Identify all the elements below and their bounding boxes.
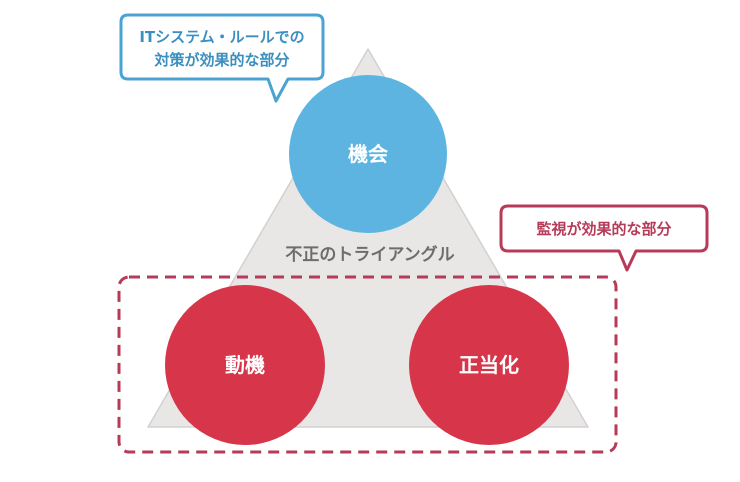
motive-circle xyxy=(165,285,325,445)
it-system-callout-line1: ITシステム・ルールでの xyxy=(139,28,304,46)
monitoring-callout: 監視が効果的な部分 xyxy=(499,204,709,272)
it-system-callout-line2: 対策が効果的な部分 xyxy=(153,51,289,69)
it-system-callout: ITシステム・ルールでの 対策が効果的な部分 xyxy=(119,13,325,103)
monitoring-region-outline xyxy=(117,275,618,454)
motive-label: 動機 xyxy=(225,353,265,377)
triangle-title: 不正のトライアングル xyxy=(285,244,454,265)
monitoring-callout-bubble xyxy=(499,204,709,272)
opportunity-circle xyxy=(289,75,447,233)
rationalization-label: 正当化 xyxy=(459,353,519,377)
rationalization-circle xyxy=(409,285,569,445)
monitoring-callout-text: 監視が効果的な部分 xyxy=(536,220,671,238)
it-system-callout-bubble xyxy=(119,13,325,103)
opportunity-label: 機会 xyxy=(348,142,388,166)
